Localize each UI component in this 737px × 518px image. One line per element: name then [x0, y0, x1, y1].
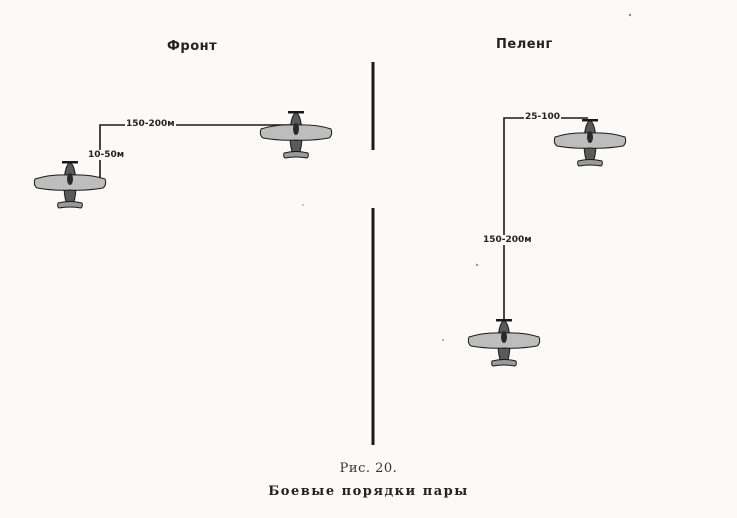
paper-speck: [442, 339, 444, 341]
figure-number: Рис. 20.: [339, 461, 398, 476]
paper-speck: [628, 13, 632, 17]
heading-peleng: Пеленг: [496, 37, 553, 52]
front-spacing-label: 150-200м: [125, 119, 176, 129]
front-leader-plane-icon: [33, 160, 107, 209]
peleng-distance-label: 150-200м: [482, 235, 533, 245]
front-offset-label: 10-50м: [87, 150, 126, 160]
peleng-spacing-label: 25-100: [524, 112, 562, 122]
front-formation: [33, 110, 333, 209]
figure-title: Боевые порядки пары: [268, 484, 469, 499]
heading-front: Фронт: [167, 39, 218, 54]
front-wingman-plane-icon: [259, 110, 333, 159]
front-offset-line: [99, 124, 296, 178]
paper-speck: [302, 204, 304, 206]
peleng-wingman-plane-icon: [553, 118, 627, 167]
peleng-leader-plane-icon: [467, 318, 541, 367]
paper-speck: [475, 263, 479, 267]
